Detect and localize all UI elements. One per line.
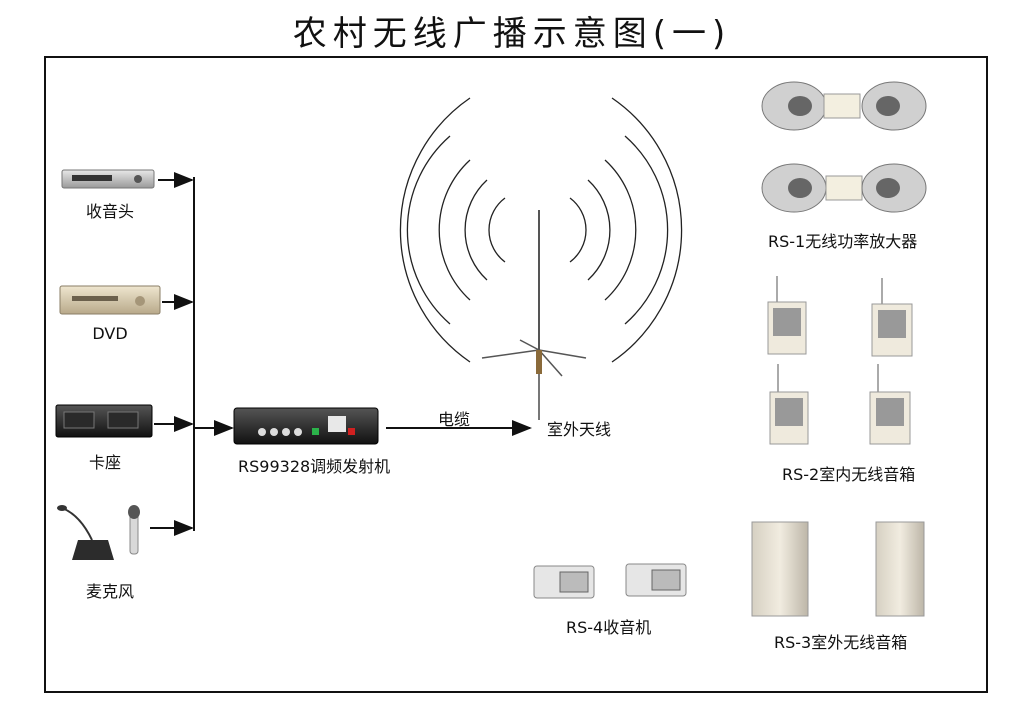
cable-label: 电缆 [438,406,470,430]
tuner-device [62,170,154,188]
radio-device [534,564,686,598]
outdoor-speaker-label: RS-3室外无线音箱 [774,629,907,653]
amplifier-label: RS-1无线功率放大器 [768,228,917,252]
cassette-deck-device [56,405,152,437]
indoor-speaker-device [768,276,912,444]
indoor-speaker-label: RS-2室内无线音箱 [782,461,915,485]
antenna-device [482,210,586,420]
outdoor-speaker-device [752,522,924,616]
amplifier-device [762,82,926,212]
radio-label: RS-4收音机 [566,614,651,638]
transmitter-device [234,408,378,444]
tuner-label: 收音头 [86,198,134,222]
dvd-device [60,286,160,314]
radio-waves [400,98,681,362]
dvd-label: DVD [92,324,127,343]
cassette-label: 卡座 [89,449,121,473]
microphone-device [57,505,140,560]
antenna-label: 室外天线 [547,416,611,440]
transmitter-label: RS99328调频发射机 [238,453,390,477]
microphone-label: 麦克风 [86,578,134,602]
source-connectors [150,177,232,531]
